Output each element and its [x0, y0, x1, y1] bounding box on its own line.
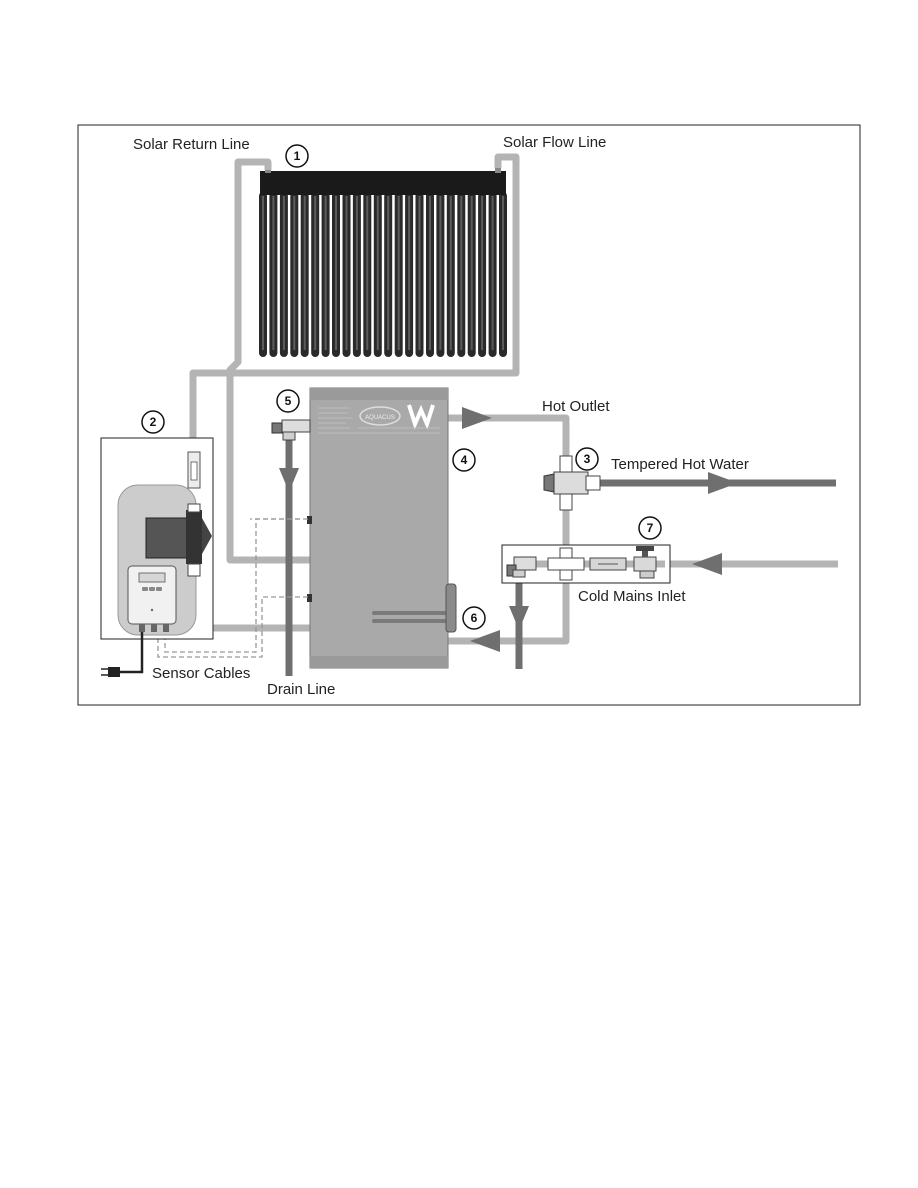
evacuated-tube-highlight	[491, 196, 494, 350]
evacuated-tube-highlight	[272, 196, 275, 350]
label-drain-line: Drain Line	[267, 681, 335, 698]
label-tempered-hot-water: Tempered Hot Water	[611, 456, 749, 473]
callout-3: 3	[575, 447, 599, 471]
label-cold-mains-inlet: Cold Mains Inlet	[578, 588, 686, 605]
tank-brand-logo	[359, 406, 401, 426]
pump-motor	[145, 517, 193, 559]
cold-relief-valve	[506, 556, 537, 578]
label-solar-flow-line: Solar Flow Line	[503, 134, 606, 151]
cold-inlet-assembly	[501, 544, 671, 584]
evacuated-tube-highlight	[355, 196, 358, 350]
evacuated-tube-highlight	[293, 196, 296, 350]
evacuated-tube-highlight	[449, 196, 452, 350]
solar-return-pipe	[226, 158, 310, 564]
flow-meter-window	[190, 461, 198, 481]
tempered-arrow	[708, 472, 738, 494]
heating-element	[372, 583, 457, 633]
tempering-valve-cap	[543, 473, 555, 493]
evacuated-tube-highlight	[397, 196, 400, 350]
evacuated-tube-highlight	[324, 196, 327, 350]
evacuated-tube-highlight	[460, 196, 463, 350]
controller-display	[138, 572, 166, 583]
tank-rating-plate	[318, 407, 440, 434]
pump-upper-fitting	[187, 503, 201, 513]
pump-station	[100, 437, 214, 640]
controller-button-mid	[149, 587, 155, 591]
evacuated-tube-highlight	[303, 196, 306, 350]
collector-header	[260, 171, 506, 195]
callout-2: 2	[141, 410, 165, 434]
solar-collector	[259, 165, 507, 357]
cable-gland-1	[139, 624, 145, 632]
pump-head	[202, 518, 212, 554]
sensor-port-lower	[307, 594, 312, 602]
evacuated-tube-highlight	[418, 196, 421, 350]
evacuated-tube-highlight	[439, 196, 442, 350]
evacuated-tube-highlight	[481, 196, 484, 350]
mains-arrow	[692, 553, 722, 575]
callout-5: 5	[276, 389, 300, 413]
strainer	[589, 557, 627, 571]
tank-body	[309, 387, 449, 669]
evacuated-tube-highlight	[345, 196, 348, 350]
evacuated-tubes	[259, 192, 507, 357]
callout-3-number: 3	[584, 452, 591, 466]
label-hot-outlet: Hot Outlet	[542, 398, 610, 415]
label-sensor-cables: Sensor Cables	[152, 665, 250, 682]
controller-button-right	[156, 587, 162, 591]
pump-housing	[186, 510, 202, 564]
evacuated-tube-highlight	[314, 196, 317, 350]
evacuated-tube-highlight	[335, 196, 337, 350]
callout-5-number: 5	[285, 394, 292, 408]
pressure-temperature-relief-valve	[271, 419, 311, 441]
flow-arrows	[279, 407, 738, 652]
isolation-valve	[633, 546, 657, 579]
callout-2-number: 2	[150, 415, 157, 429]
callout-6-number: 6	[471, 611, 478, 625]
power-plug	[108, 667, 120, 677]
sensor-cables	[157, 518, 308, 658]
cold-drop-arrow	[509, 606, 529, 630]
cross-fitting	[547, 547, 585, 581]
storage-tank: AQUACUS	[307, 387, 449, 669]
callout-6: 6	[462, 606, 486, 630]
power-cord	[101, 632, 144, 677]
tank-brand-text: AQUACUS	[365, 415, 395, 421]
evacuated-tube-highlight	[502, 196, 504, 350]
tank-top-band	[310, 388, 448, 400]
hot-outlet-arrow	[462, 407, 492, 429]
cable-gland-2	[151, 624, 157, 632]
evacuated-tube-highlight	[429, 196, 431, 350]
evacuated-tube-highlight	[366, 196, 369, 350]
controller-button-left	[142, 587, 148, 591]
solar-flow-pipe	[189, 153, 520, 448]
evacuated-tube-highlight	[387, 196, 390, 350]
evacuated-tube-highlight	[262, 196, 264, 350]
evacuated-tube-highlight	[470, 196, 473, 350]
callout-4: 4	[452, 448, 476, 472]
cold-return-arrow	[470, 630, 500, 652]
w-logo	[407, 404, 435, 430]
tank-bottom-band	[310, 656, 448, 668]
drain-arrow	[279, 468, 299, 492]
callout-1-number: 1	[294, 149, 301, 163]
evacuated-tube-highlight	[282, 196, 285, 350]
evacuated-tube-highlight	[408, 196, 411, 350]
label-solar-return-line: Solar Return Line	[133, 136, 250, 153]
evacuated-tube-highlight	[376, 196, 379, 350]
callout-7-number: 7	[647, 521, 654, 535]
callout-7: 7	[638, 516, 662, 540]
cable-gland-3	[163, 624, 169, 632]
collector-flow-port	[495, 165, 501, 173]
callout-1: 1	[285, 144, 309, 168]
tempering-valve	[543, 455, 601, 511]
sensor-port-upper	[307, 516, 312, 524]
callout-4-number: 4	[461, 453, 468, 467]
controller-led	[150, 608, 154, 612]
pump-lower-fitting	[187, 563, 201, 577]
